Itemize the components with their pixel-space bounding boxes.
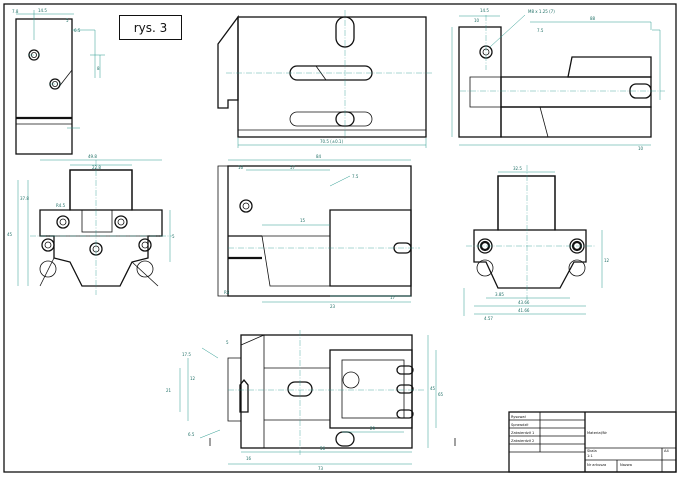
figure-label: rys. 3	[133, 20, 168, 35]
title-field-material: Materiał/Nr	[587, 431, 608, 435]
dim-17-5: 17.5	[182, 352, 191, 357]
title-row-approved-2: Zatwierdził 2	[511, 439, 534, 443]
sheet-border	[3, 3, 677, 473]
dim-41-66: 41.66	[518, 308, 530, 313]
dim-7-8: 7.8	[12, 9, 19, 14]
view-bottom	[179, 330, 456, 465]
dim-7-5-right: 7.5	[537, 28, 544, 33]
dim-14-5-right: 14.5	[480, 8, 489, 13]
dim-16: 16	[238, 165, 244, 170]
view-mid-right	[463, 165, 603, 316]
dim-10-right: 10	[474, 18, 480, 23]
title-field-scale: Skala	[587, 449, 597, 453]
dim-8: 8	[97, 66, 100, 71]
dim-65: 65	[438, 392, 444, 397]
dim-23: 23	[330, 304, 336, 309]
dim-32-5: 32.5	[513, 166, 522, 171]
title-row-checked: Sprawdził	[511, 423, 529, 427]
view-top-left	[15, 10, 105, 155]
dim-70-5: 70.5 (±0.1)	[320, 139, 343, 144]
dim-12-bottom: 12	[190, 376, 196, 381]
dim-45: 45	[7, 232, 13, 237]
dim-56: 56	[320, 446, 326, 451]
view-mid-left	[17, 159, 172, 295]
dim-21: 21	[166, 388, 172, 393]
dim-17: 17	[390, 295, 396, 300]
dim-57: 57	[290, 165, 296, 170]
dim-6-5-bottom: 6.5	[188, 432, 195, 437]
dim-73: 73	[318, 466, 324, 471]
dim-14-5: 14.5	[38, 8, 47, 13]
dim-37-8: 37.8	[20, 196, 29, 201]
dim-88: 88	[590, 16, 596, 21]
title-value-a: A4	[664, 449, 669, 453]
dim-10-bottom-right: 10	[638, 146, 644, 151]
dim-15: 15	[300, 218, 306, 223]
dim-45-bottom: 45	[430, 386, 436, 391]
dim-r3: R3	[224, 290, 230, 295]
dim-12: 12	[604, 258, 610, 263]
dim-5-bottom: 5	[226, 340, 229, 345]
dim-5-midleft: 5	[172, 234, 175, 239]
title-block	[508, 411, 677, 473]
title-field-number: Nazwa	[620, 463, 632, 467]
title-value-b: 1:1	[587, 454, 593, 458]
view-top-right	[451, 14, 665, 146]
dim-16-bottom: 16	[246, 456, 252, 461]
dim-r4-5: R4.5	[56, 203, 66, 208]
view-top-middle	[217, 10, 432, 148]
dim-84: 84	[316, 154, 322, 159]
title-row-approved-1: Zatwierdził 1	[511, 431, 534, 435]
dim-3-85: 3.85	[495, 292, 504, 297]
dim-6-5: 6.5	[74, 28, 81, 33]
dim-5: 5	[66, 18, 69, 23]
title-row-drawn: Rysował	[511, 415, 527, 419]
dim-4-57: 4.57	[484, 316, 493, 321]
figure-label-box: rys. 3	[119, 15, 182, 40]
dim-7-5-mid: 7.5	[352, 174, 359, 179]
view-mid-center	[217, 159, 420, 303]
dim-49-8: 49.8	[88, 154, 97, 159]
dim-43-66: 43.66	[518, 300, 530, 305]
dim-29: 29	[370, 426, 376, 431]
dim-thread: M8 x 1.25 (7)	[528, 9, 555, 14]
title-field-sheet: Nr arkusza	[587, 463, 606, 467]
dim-22-8: 22.8	[92, 165, 101, 170]
